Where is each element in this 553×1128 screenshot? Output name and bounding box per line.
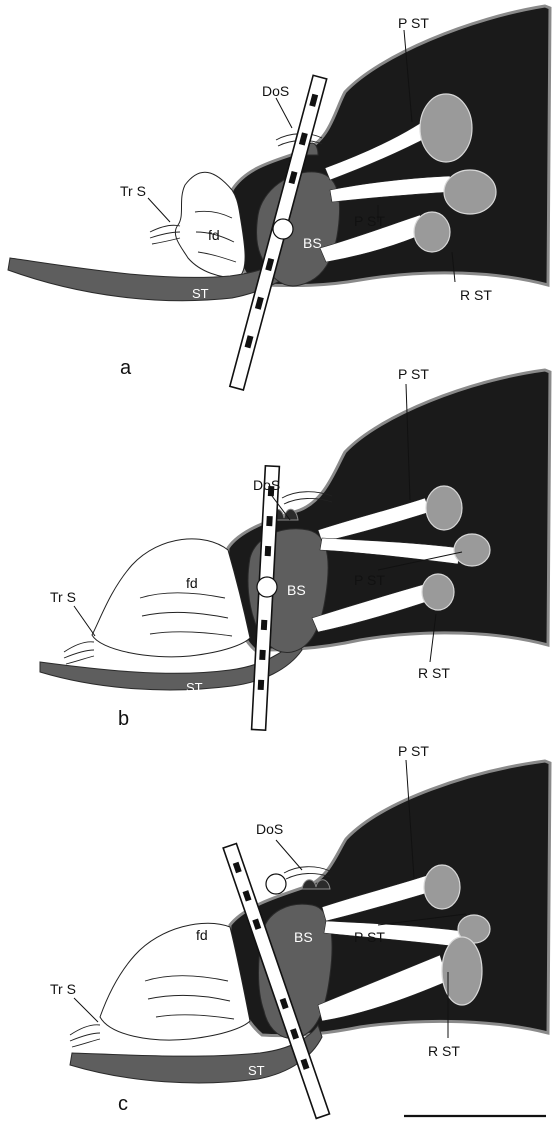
label-dos-b: DoS	[253, 477, 280, 493]
panel-label-c: c	[118, 1093, 128, 1115]
label-pst-mid-c: P ST	[354, 929, 385, 945]
label-fd-c: fd	[196, 927, 208, 943]
leader-trs-c	[74, 998, 98, 1022]
joint-a	[273, 219, 293, 239]
label-rst-c: R ST	[428, 1043, 460, 1059]
label-dos-c: DoS	[256, 821, 283, 837]
label-dos-a: DoS	[262, 83, 289, 99]
panel-label-a: a	[120, 357, 132, 379]
label-trs-c: Tr S	[50, 981, 76, 997]
label-bs-c: BS	[294, 929, 313, 945]
label-trs-a: Tr S	[120, 183, 146, 199]
label-pst-top-b: P ST	[398, 366, 429, 382]
label-rst-a: R ST	[460, 287, 492, 303]
leader-dos-c	[276, 840, 302, 870]
panel-a: P ST P ST R ST DoS Tr S fd BS ST a	[8, 6, 550, 390]
leader-trs-b	[74, 606, 95, 636]
label-bs-b: BS	[287, 582, 306, 598]
panel-c: P ST P ST R ST DoS Tr S fd BS ST c	[50, 743, 550, 1118]
panel-label-b: b	[118, 708, 129, 730]
label-fd-a: fd	[208, 227, 220, 243]
label-pst-mid-a: P ST	[354, 213, 385, 229]
label-st-a: ST	[192, 286, 209, 301]
joint-b	[257, 577, 277, 597]
label-pst-mid-b: P ST	[354, 572, 385, 588]
label-bs-a: BS	[303, 235, 322, 251]
label-pst-top-c: P ST	[398, 743, 429, 759]
leader-dos-a	[276, 98, 292, 128]
panel-b: P ST P ST R ST DoS Tr S fd BS ST b	[40, 366, 550, 730]
leader-trs-a	[148, 198, 170, 222]
label-trs-b: Tr S	[50, 589, 76, 605]
label-st-c: ST	[248, 1063, 265, 1078]
label-st-b: ST	[186, 680, 203, 695]
label-fd-b: fd	[186, 575, 198, 591]
label-pst-top-a: P ST	[398, 15, 429, 31]
label-rst-b: R ST	[418, 665, 450, 681]
joint-c	[266, 874, 286, 894]
